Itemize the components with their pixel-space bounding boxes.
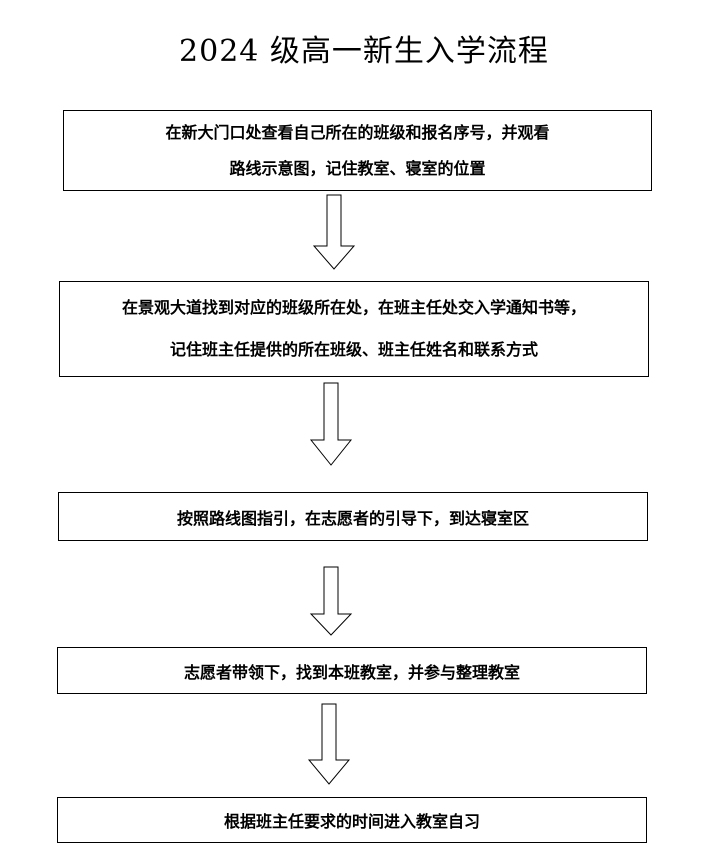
step-2-line-1: 在景观大道找到对应的班级所在处，在班主任处交入学通知书等，: [121, 298, 586, 317]
step-1-line-2: 路线示意图，记住教室、寝室的位置: [229, 158, 486, 178]
flow-step-2: 在景观大道找到对应的班级所在处，在班主任处交入学通知书等， 记住班主任提供的所在…: [59, 281, 649, 377]
step-2-line-2: 记住班主任提供的所在班级、班主任姓名和联系方式: [169, 340, 538, 359]
step-1-line-1: 在新大门口处查看自己所在的班级和报名序号，并观看: [165, 122, 550, 142]
down-arrow-icon: [312, 194, 356, 270]
page-title: 2024 级高一新生入学流程: [179, 34, 549, 69]
down-arrow-icon: [309, 566, 353, 636]
down-arrow-icon: [307, 703, 351, 785]
flow-step-4: 志愿者带领下，找到本班教室，并参与整理教室: [57, 647, 647, 694]
flow-step-5: 根据班主任要求的时间进入教室自习: [57, 797, 647, 843]
step-4-line-1: 志愿者带领下，找到本班教室，并参与整理教室: [183, 662, 520, 682]
step-5-line-1: 根据班主任要求的时间进入教室自习: [223, 812, 480, 831]
step-3-line-1: 按照路线图指引，在志愿者的引导下，到达寝室区: [176, 508, 529, 528]
flow-step-1: 在新大门口处查看自己所在的班级和报名序号，并观看 路线示意图，记住教室、寝室的位…: [63, 110, 652, 191]
flow-step-3: 按照路线图指引，在志愿者的引导下，到达寝室区: [58, 492, 648, 541]
down-arrow-icon: [309, 382, 353, 466]
